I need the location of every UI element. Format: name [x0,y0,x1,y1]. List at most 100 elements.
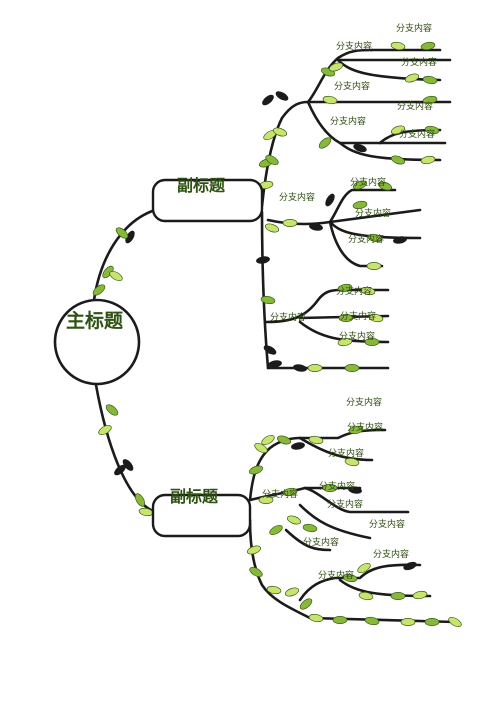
leaf-icon [424,618,440,626]
upper-trunk [260,100,310,208]
leaf-icon [308,613,324,623]
leaf-icon [390,125,406,135]
leaf-icon [318,137,332,149]
leaf-icon [420,155,436,165]
leaf-icon [358,591,374,601]
leaf-icon [352,180,368,190]
leaf-icon [266,585,282,595]
leaf-icon [92,284,106,296]
leaf-icon [282,219,298,227]
leaf-icon [352,200,368,210]
branch-label: 分支内容 [347,423,384,433]
leaf-icon [282,487,298,497]
leaf-icon [293,364,307,372]
branch-label: 分支内容 [336,42,373,52]
leaf-icon [264,223,280,233]
leaf-icon [422,75,438,85]
branch-label: 分支内容 [399,130,436,140]
leaf-icon [109,270,123,282]
leaf-icon [276,435,292,445]
branch-label: 分支内容 [303,538,340,548]
leaf-icon [337,337,353,347]
leaf-icon [420,41,436,51]
branch-label: 分支内容 [350,178,387,188]
subtopic-box-2[interactable] [151,493,252,538]
leaf-icon [366,262,382,270]
leaf-icon [261,434,275,446]
leaf-icon [134,493,146,507]
leaf-icon [291,442,305,450]
lower-trunk-up [248,436,302,502]
leaf-icon [424,125,440,135]
leaf-icon [284,587,300,597]
leaf-icon [368,313,384,323]
branch-label: 分支内容 [339,332,376,342]
branch-label: 分支内容 [369,520,406,530]
leaf-icon [322,484,338,492]
leaf-icon [328,62,344,72]
leaf-icon [422,95,438,105]
leaf-icon [105,404,119,416]
branch-label: 分支内容 [262,490,299,500]
branch-label: 分支内容 [334,82,371,92]
leaf-icon [125,230,135,244]
leaf-icon [248,465,264,475]
leaf-icon [403,561,417,571]
branch-label: 分支内容 [373,550,410,560]
main-topic-label: 主标题 [66,310,124,332]
main-topic-circle[interactable] [53,298,141,386]
subtopic-label-2: 副标题 [170,487,219,506]
branch-label: 分支内容 [396,24,433,34]
branch-label: 分支内容 [348,235,385,245]
branch-label: 分支内容 [319,482,356,492]
leaf-icon [262,94,274,106]
leaf-icon [269,524,283,536]
leaf-icon [254,442,268,454]
leaf-icon [348,425,364,435]
branch-label: 分支内容 [397,102,434,112]
lower-trunk-down [248,518,457,624]
leaf-icon [272,127,288,137]
leaf-icon [114,464,126,476]
leaf-icon [122,459,134,471]
subtopic-box-1[interactable] [151,178,264,223]
branch-label: 分支内容 [340,312,377,322]
leaf-icon [265,154,279,166]
leaf-icon [364,338,380,346]
leaf-icon [258,496,274,504]
upper-trunk-down [260,210,270,370]
leaf-icon [377,181,393,191]
leaf-icon [400,618,416,626]
leaf-icon [246,545,262,555]
leaf-icon [448,616,462,628]
branch-label: 分支内容 [279,193,316,203]
leaf-icon [322,95,338,105]
branch-label: 分支内容 [327,500,364,510]
branch-label: 分支内容 [270,313,307,323]
branch-label: 分支内容 [336,287,373,297]
decorative-leaves [92,41,462,628]
leaf-icon [249,566,263,578]
leaf-icon [353,143,367,153]
leaf-icon [390,592,406,600]
leaf-icon [263,345,277,355]
leaf-icon [268,360,282,368]
leaf-icon [344,364,360,372]
leaf-icon [338,314,354,322]
leaf-icon [138,507,154,517]
leaf-icon [412,590,428,600]
leaf-icon [357,562,371,574]
leaf-icon [275,91,289,101]
leaf-icon [367,233,383,243]
leaf-icon [393,236,407,244]
leaf-icon [260,295,276,305]
subtopic-label-1: 副标题 [177,176,226,195]
leaf-icon [299,598,313,610]
leaf-icon [115,227,129,239]
leaf-icon [98,424,112,436]
leaf-icon [307,364,323,372]
leaf-icon [390,155,406,165]
leaf-icon [348,486,362,494]
leaf-icon [342,573,358,583]
